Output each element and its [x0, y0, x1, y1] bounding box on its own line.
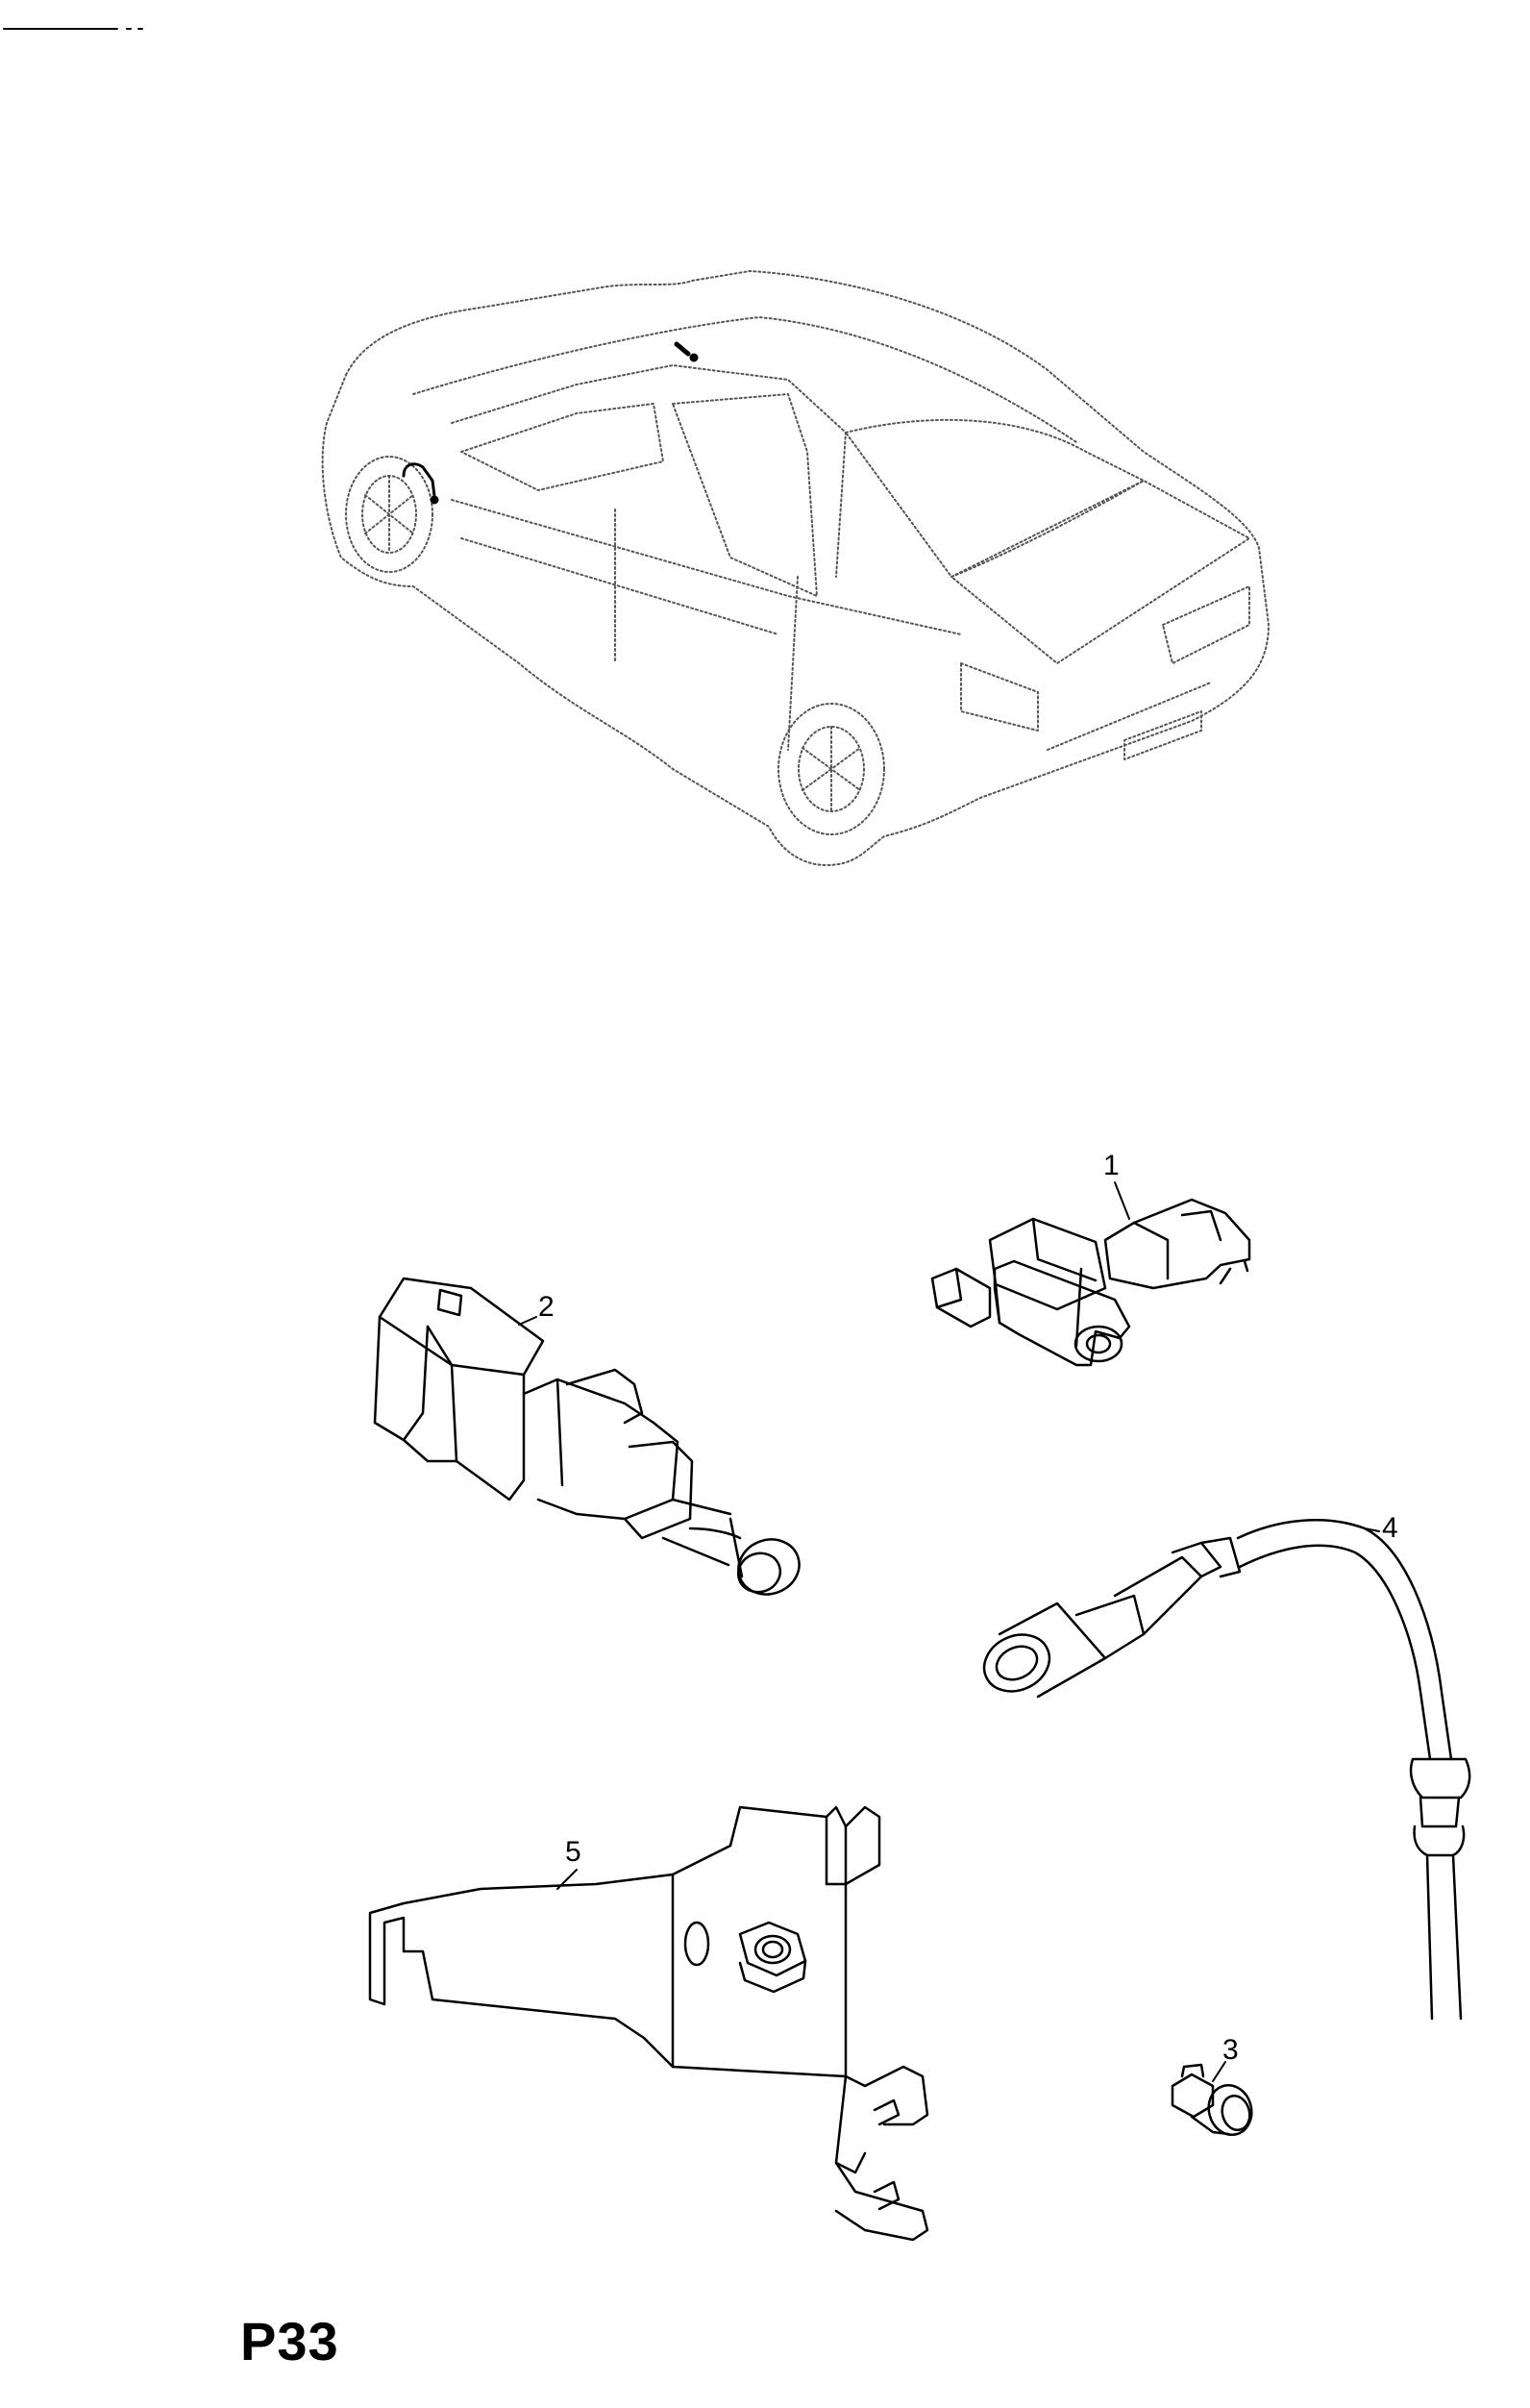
- callout-2: 2: [538, 1291, 555, 1323]
- page-code: P33: [240, 2311, 339, 2371]
- leader-lines: [518, 1181, 1380, 2082]
- part-4-speed-sensor: [982, 1519, 1471, 2021]
- part-5-bracket: [368, 1805, 929, 2242]
- callout-1: 1: [1103, 1150, 1120, 1181]
- callout-5: 5: [565, 1836, 581, 1868]
- part-3-clip: [1171, 2063, 1253, 2137]
- callout-4: 4: [1382, 1512, 1398, 1544]
- vehicle-outline: [321, 270, 1270, 866]
- part-2-switch: [373, 1277, 801, 1596]
- callout-3: 3: [1222, 2034, 1239, 2066]
- vehicle-sensor-locations: [402, 341, 699, 505]
- part-1-sensor: [930, 1198, 1251, 1367]
